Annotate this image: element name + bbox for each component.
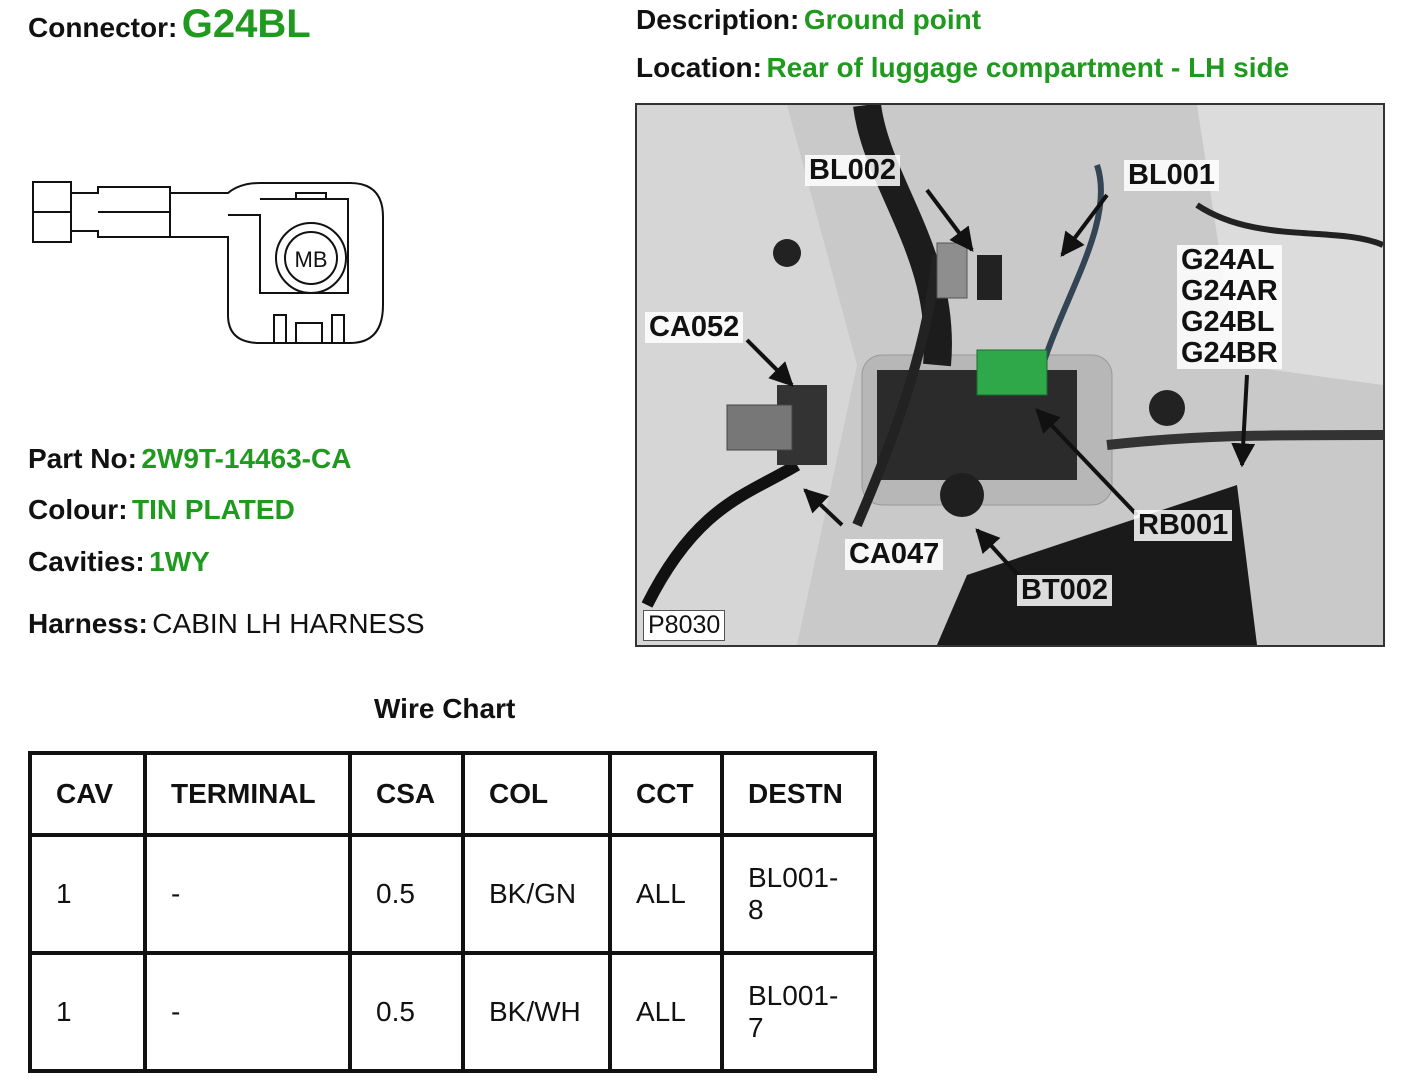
- connector-value: G24BL: [181, 2, 311, 46]
- location-line: Location: Rear of luggage compartment - …: [636, 52, 1289, 84]
- colour-label: Colour:: [28, 494, 128, 525]
- connector-heading: Connector: G24BL: [28, 2, 311, 47]
- col-destn: DESTN: [720, 751, 877, 837]
- label-ca052: CA052: [645, 312, 744, 343]
- colour-line: Colour: TIN PLATED: [28, 494, 295, 526]
- location-label: Location:: [636, 52, 762, 83]
- cell-cct: ALL: [608, 951, 724, 1073]
- table-row: 1 - 0.5 BK/WH ALL BL001- 7: [28, 951, 877, 1073]
- description-line: Description: Ground point: [636, 4, 981, 36]
- cell-col: BK/GN: [461, 833, 612, 955]
- cell-cav: 1: [28, 833, 147, 955]
- col-csa: CSA: [348, 751, 465, 837]
- label-bl001: BL001: [1124, 160, 1220, 191]
- label-g24br: G24BR: [1181, 337, 1278, 369]
- label-ca047: CA047: [845, 539, 944, 570]
- part-no-line: Part No: 2W9T-14463-CA: [28, 443, 351, 475]
- table-row: 1 - 0.5 BK/GN ALL BL001- 8: [28, 833, 877, 955]
- wire-chart-title: Wire Chart: [374, 693, 516, 724]
- cavities-line: Cavities: 1WY: [28, 546, 210, 578]
- col-col: COL: [461, 751, 612, 837]
- col-cav: CAV: [28, 751, 147, 837]
- label-bt002: BT002: [1017, 575, 1113, 606]
- harness-value: CABIN LH HARNESS: [152, 608, 425, 639]
- harness-label: Harness:: [28, 608, 148, 639]
- label-g24ar: G24AR: [1181, 275, 1278, 307]
- label-bl002: BL002: [805, 155, 901, 186]
- part-no-value: 2W9T-14463-CA: [141, 443, 352, 474]
- photo-illustration: [637, 105, 1383, 645]
- wire-chart-table: CAV TERMINAL CSA COL CCT DESTN 1 - 0.5 B…: [28, 751, 877, 1073]
- connector-diagram: MB: [32, 181, 384, 344]
- cell-cav: 1: [28, 951, 147, 1073]
- table-header-row: CAV TERMINAL CSA COL CCT DESTN: [28, 751, 877, 837]
- cell-csa: 0.5: [348, 951, 465, 1073]
- terminal-outer-ring: [275, 222, 347, 294]
- label-g24bl: G24BL: [1181, 306, 1275, 338]
- cell-cct: ALL: [608, 833, 724, 955]
- colour-value: TIN PLATED: [131, 494, 295, 525]
- connector-label: Connector:: [28, 12, 178, 43]
- label-g24al: G24AL: [1181, 244, 1275, 276]
- terminal-text: MB: [295, 247, 328, 272]
- col-terminal: TERMINAL: [143, 751, 352, 837]
- cell-col: BK/WH: [461, 951, 612, 1073]
- cell-csa: 0.5: [348, 833, 465, 955]
- cavities-value: 1WY: [149, 546, 210, 577]
- harness-line: Harness: CABIN LH HARNESS: [28, 608, 425, 640]
- description-value: Ground point: [803, 4, 982, 35]
- location-photo: BL002 BL001 CA052 CA047 RB001 BT002 G24A…: [635, 103, 1385, 647]
- col-cct: CCT: [608, 751, 724, 837]
- photo-id-label: P8030: [643, 610, 726, 641]
- terminal-inner-ring: [284, 231, 338, 285]
- description-label: Description:: [636, 4, 800, 35]
- cell-terminal: -: [143, 833, 352, 955]
- part-no-label: Part No:: [28, 443, 137, 474]
- label-rb001: RB001: [1134, 510, 1233, 541]
- location-value: Rear of luggage compartment - LH side: [766, 52, 1290, 83]
- cavities-label: Cavities:: [28, 546, 145, 577]
- label-g24-stack: G24AL G24AR G24BL G24BR: [1177, 245, 1282, 369]
- cell-terminal: -: [143, 951, 352, 1073]
- cell-destn: BL001- 7: [720, 951, 877, 1073]
- cell-destn: BL001- 8: [720, 833, 877, 955]
